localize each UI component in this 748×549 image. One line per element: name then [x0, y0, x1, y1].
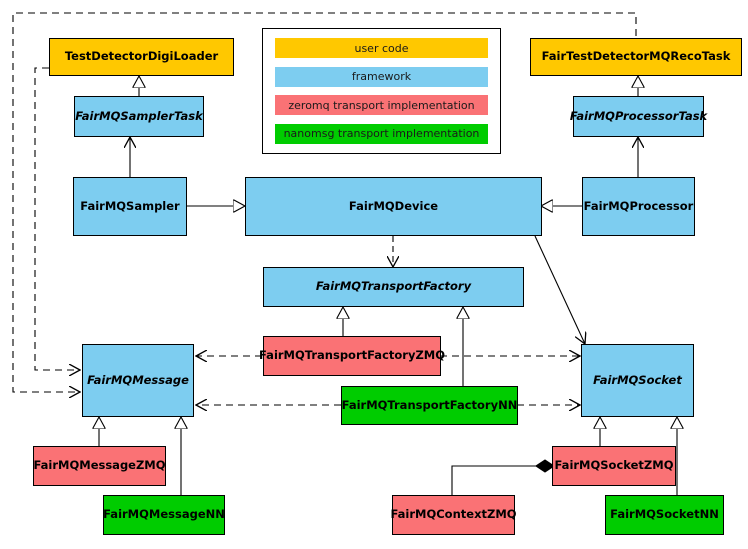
legend-item-nn: nanomsg transport implementation [275, 123, 488, 144]
node-fairmqdevice[interactable]: FairMQDevice [245, 177, 542, 236]
node-fairtestdetectormqrecotask[interactable]: FairTestDetectorMQRecoTask [530, 38, 742, 76]
node-testdetectordigiloader[interactable]: TestDetectorDigiLoader [49, 38, 234, 76]
node-fairmqmessagenn[interactable]: FairMQMessageNN [103, 495, 225, 535]
color-legend: user code framework zeromq transport imp… [262, 28, 501, 154]
node-fairmqsamplertask[interactable]: FairMQSamplerTask [74, 96, 204, 137]
node-fairmqtransportfactoryzmq[interactable]: FairMQTransportFactoryZMQ [259, 336, 445, 376]
legend-item-framework: framework [275, 66, 488, 87]
node-fairmqsocket[interactable]: FairMQSocket [581, 344, 694, 417]
legend-item-usercode: user code [275, 38, 488, 58]
edge-recotask-message [12, 12, 637, 392]
node-fairmqmessage[interactable]: FairMQMessage [82, 344, 194, 417]
edge-device-socket [534, 235, 585, 344]
node-fairmqprocessortask[interactable]: FairMQProcessorTask [570, 96, 707, 137]
node-fairmqprocessor[interactable]: FairMQProcessor [582, 177, 695, 236]
node-fairmqtransportfactory[interactable]: FairMQTransportFactory [263, 267, 524, 307]
node-fairmqsocketnn[interactable]: FairMQSocketNN [605, 495, 724, 535]
node-fairmqsocketzmq[interactable]: FairMQSocketZMQ [552, 446, 676, 486]
node-fairmqtransportfactorynn[interactable]: FairMQTransportFactoryNN [341, 386, 518, 425]
edge-contextzmq-socketzmq [451, 465, 536, 495]
node-fairmqcontextzmq[interactable]: FairMQContextZMQ [390, 495, 517, 535]
edge-digiloader-message [34, 67, 80, 370]
node-fairmqmessagezmq[interactable]: FairMQMessageZMQ [33, 446, 166, 486]
node-fairmqsampler[interactable]: FairMQSampler [73, 177, 187, 236]
legend-item-zmq: zeromq transport implementation [275, 95, 488, 116]
